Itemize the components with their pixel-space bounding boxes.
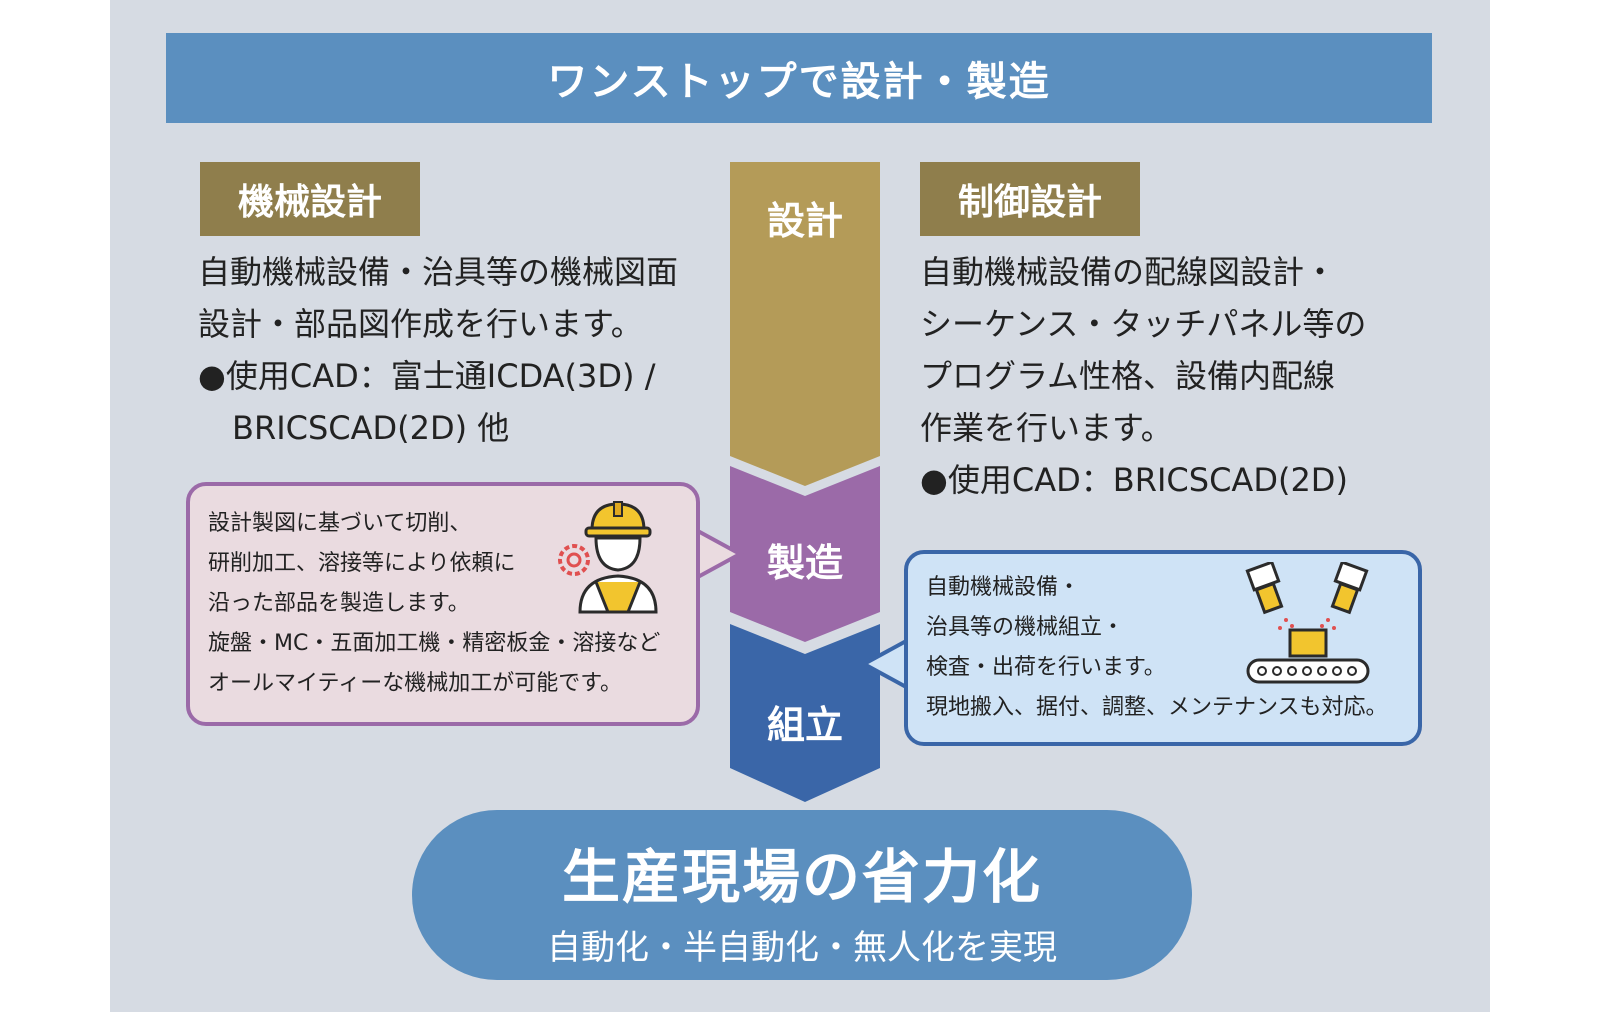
- text-line: 自動機械設備・: [926, 575, 1081, 600]
- control-design-tag: 制御設計: [920, 162, 1140, 236]
- bubble-pointer-left: [696, 527, 744, 581]
- assembly-arrow: [730, 624, 880, 802]
- text-line: シーケンス・タッチパネル等の: [920, 305, 1367, 343]
- manufacture-arrow: [730, 466, 880, 642]
- result-oval: 生産現場の省力化 自動化・半自動化・無人化を実現: [412, 810, 1192, 980]
- text-line: 旋盤・MC・五面加工機・精密板金・溶接など: [208, 631, 661, 656]
- mechanical-design-tag: 機械設計: [200, 162, 420, 236]
- result-subtitle: 自動化・半自動化・無人化を実現: [547, 928, 1057, 968]
- result-title: 生産現場の省力化: [561, 843, 1042, 911]
- design-arrow: [730, 162, 880, 486]
- mechanical-design-description: 自動機械設備・治具等の機械図面 設計・部品図作成を行います。 ●使用CAD：富士…: [198, 246, 678, 454]
- step-assembly-label: 組立: [766, 703, 843, 747]
- page-banner: ワンストップで設計・製造: [166, 33, 1432, 123]
- text-line: 沿った部品を製造します。: [208, 591, 470, 616]
- text-line: 自動機械設備の配線図設計・: [920, 253, 1337, 291]
- assembly-bubble: 自動機械設備・ 治具等の機械組立・ 検査・出荷を行います。 現地搬入、据付、調整…: [904, 550, 1422, 746]
- text-line: 作業を行います。: [920, 409, 1173, 447]
- text-line: 設計製図に基づいて切削、: [208, 511, 472, 536]
- text-line: 検査・出荷を行います。: [926, 655, 1166, 680]
- text-line: 現地搬入、据付、調整、メンテナンスも対応。: [926, 695, 1388, 720]
- text-line: BRICSCAD(2D) 他: [232, 409, 510, 447]
- step-design-label: 設計: [766, 199, 843, 243]
- robot-arms-conveyor-icon: [1245, 562, 1370, 684]
- control-design-description: 自動機械設備の配線図設計・ シーケンス・タッチパネル等の プログラム性格、設備内…: [920, 246, 1366, 506]
- text-line: 治具等の機械組立・: [926, 615, 1125, 640]
- text-line: オールマイティーな機械加工が可能です。: [208, 671, 623, 696]
- bubble-pointer-right: [860, 636, 910, 692]
- text-line: 研削加工、溶接等により依頼に: [208, 551, 516, 576]
- step-manufacture-label: 製造: [766, 541, 843, 585]
- text-line: 設計・部品図作成を行います。: [198, 305, 643, 343]
- worker-gear-icon: [558, 501, 658, 614]
- text-line: プログラム性格、設備内配線: [920, 357, 1336, 395]
- text-line: 自動機械設備・治具等の機械図面: [198, 253, 679, 291]
- text-line: ●使用CAD：富士通ICDA(3D) /: [198, 357, 656, 395]
- text-line: ●使用CAD：BRICSCAD(2D): [920, 461, 1348, 499]
